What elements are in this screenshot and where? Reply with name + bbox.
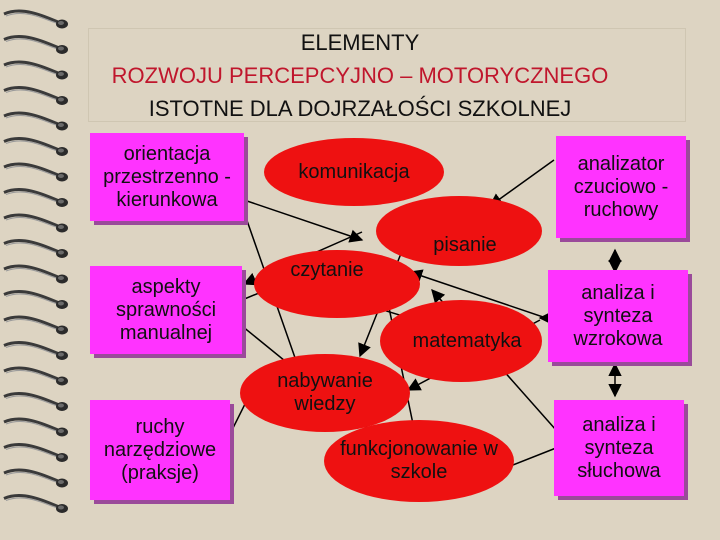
oval-writing-label: pisanie — [433, 234, 496, 257]
title-line-3: ISTOTNE DLA DOJRZAŁOŚCI SZKOLNEJ — [0, 96, 720, 122]
box-auditory-analysis: analiza i synteza słuchowa — [554, 400, 684, 496]
oval-reading-label: czytanie — [290, 259, 363, 282]
box-tactile-analyzer: analizator czuciowo - ruchowy — [556, 136, 686, 238]
oval-knowledge-label: nabywanie wiedzy — [270, 370, 380, 416]
title-line-1: ELEMENTY — [0, 30, 720, 56]
oval-math: matematyka — [380, 300, 542, 382]
oval-communication: komunikacja — [264, 138, 444, 206]
box-visual-analysis: analiza i synteza wzrokowa — [548, 270, 688, 362]
oval-writing: pisanie — [376, 196, 542, 266]
title-line-2: ROZWOJU PERCEPCYJNO – MOTORYCZNEGO — [0, 63, 720, 89]
box-manual-skills: aspekty sprawności manualnej — [90, 266, 242, 354]
oval-school-label: funkcjonowanie w szkole — [339, 438, 499, 484]
oval-knowledge: nabywanie wiedzy — [240, 354, 410, 432]
oval-math-label: matematyka — [413, 330, 522, 353]
box-orientation: orientacja przestrzenno - kierunkowa — [90, 133, 244, 221]
oval-school-functioning: funkcjonowanie w szkole — [324, 420, 514, 502]
oval-reading: czytanie — [254, 250, 420, 318]
box-praxis: ruchy narzędziowe (praksje) — [90, 400, 230, 500]
